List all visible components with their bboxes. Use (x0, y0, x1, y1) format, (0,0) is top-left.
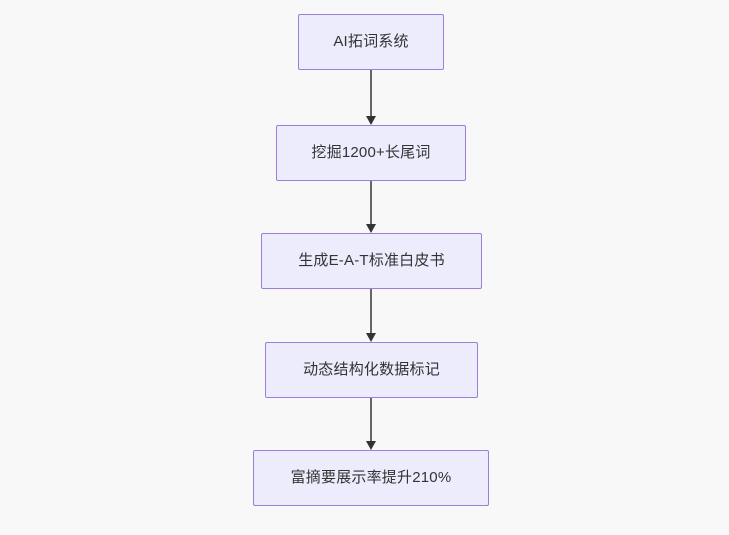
node-label: 挖掘1200+长尾词 (311, 144, 431, 161)
node-generate-eat-whitepaper[interactable]: 生成E-A-T标准白皮书 (261, 233, 482, 289)
node-rich-snippet-impression-lift[interactable]: 富摘要展示率提升210% (253, 450, 489, 506)
node-label: 动态结构化数据标记 (303, 361, 440, 378)
edge-node1-to-node2-arrowhead-icon (366, 116, 376, 125)
edge-node4-to-node5-arrowhead-icon (366, 441, 376, 450)
node-dynamic-structured-data-markup[interactable]: 动态结构化数据标记 (265, 342, 478, 398)
node-mine-longtail-keywords[interactable]: 挖掘1200+长尾词 (276, 125, 466, 181)
edge-node3-to-node4-arrowhead-icon (366, 333, 376, 342)
node-label: 生成E-A-T标准白皮书 (298, 252, 445, 269)
node-label: AI拓词系统 (333, 33, 409, 50)
node-label: 富摘要展示率提升210% (290, 469, 452, 486)
node-ai-keyword-expansion-system[interactable]: AI拓词系统 (298, 14, 444, 70)
edge-node2-to-node3-arrowhead-icon (366, 224, 376, 233)
